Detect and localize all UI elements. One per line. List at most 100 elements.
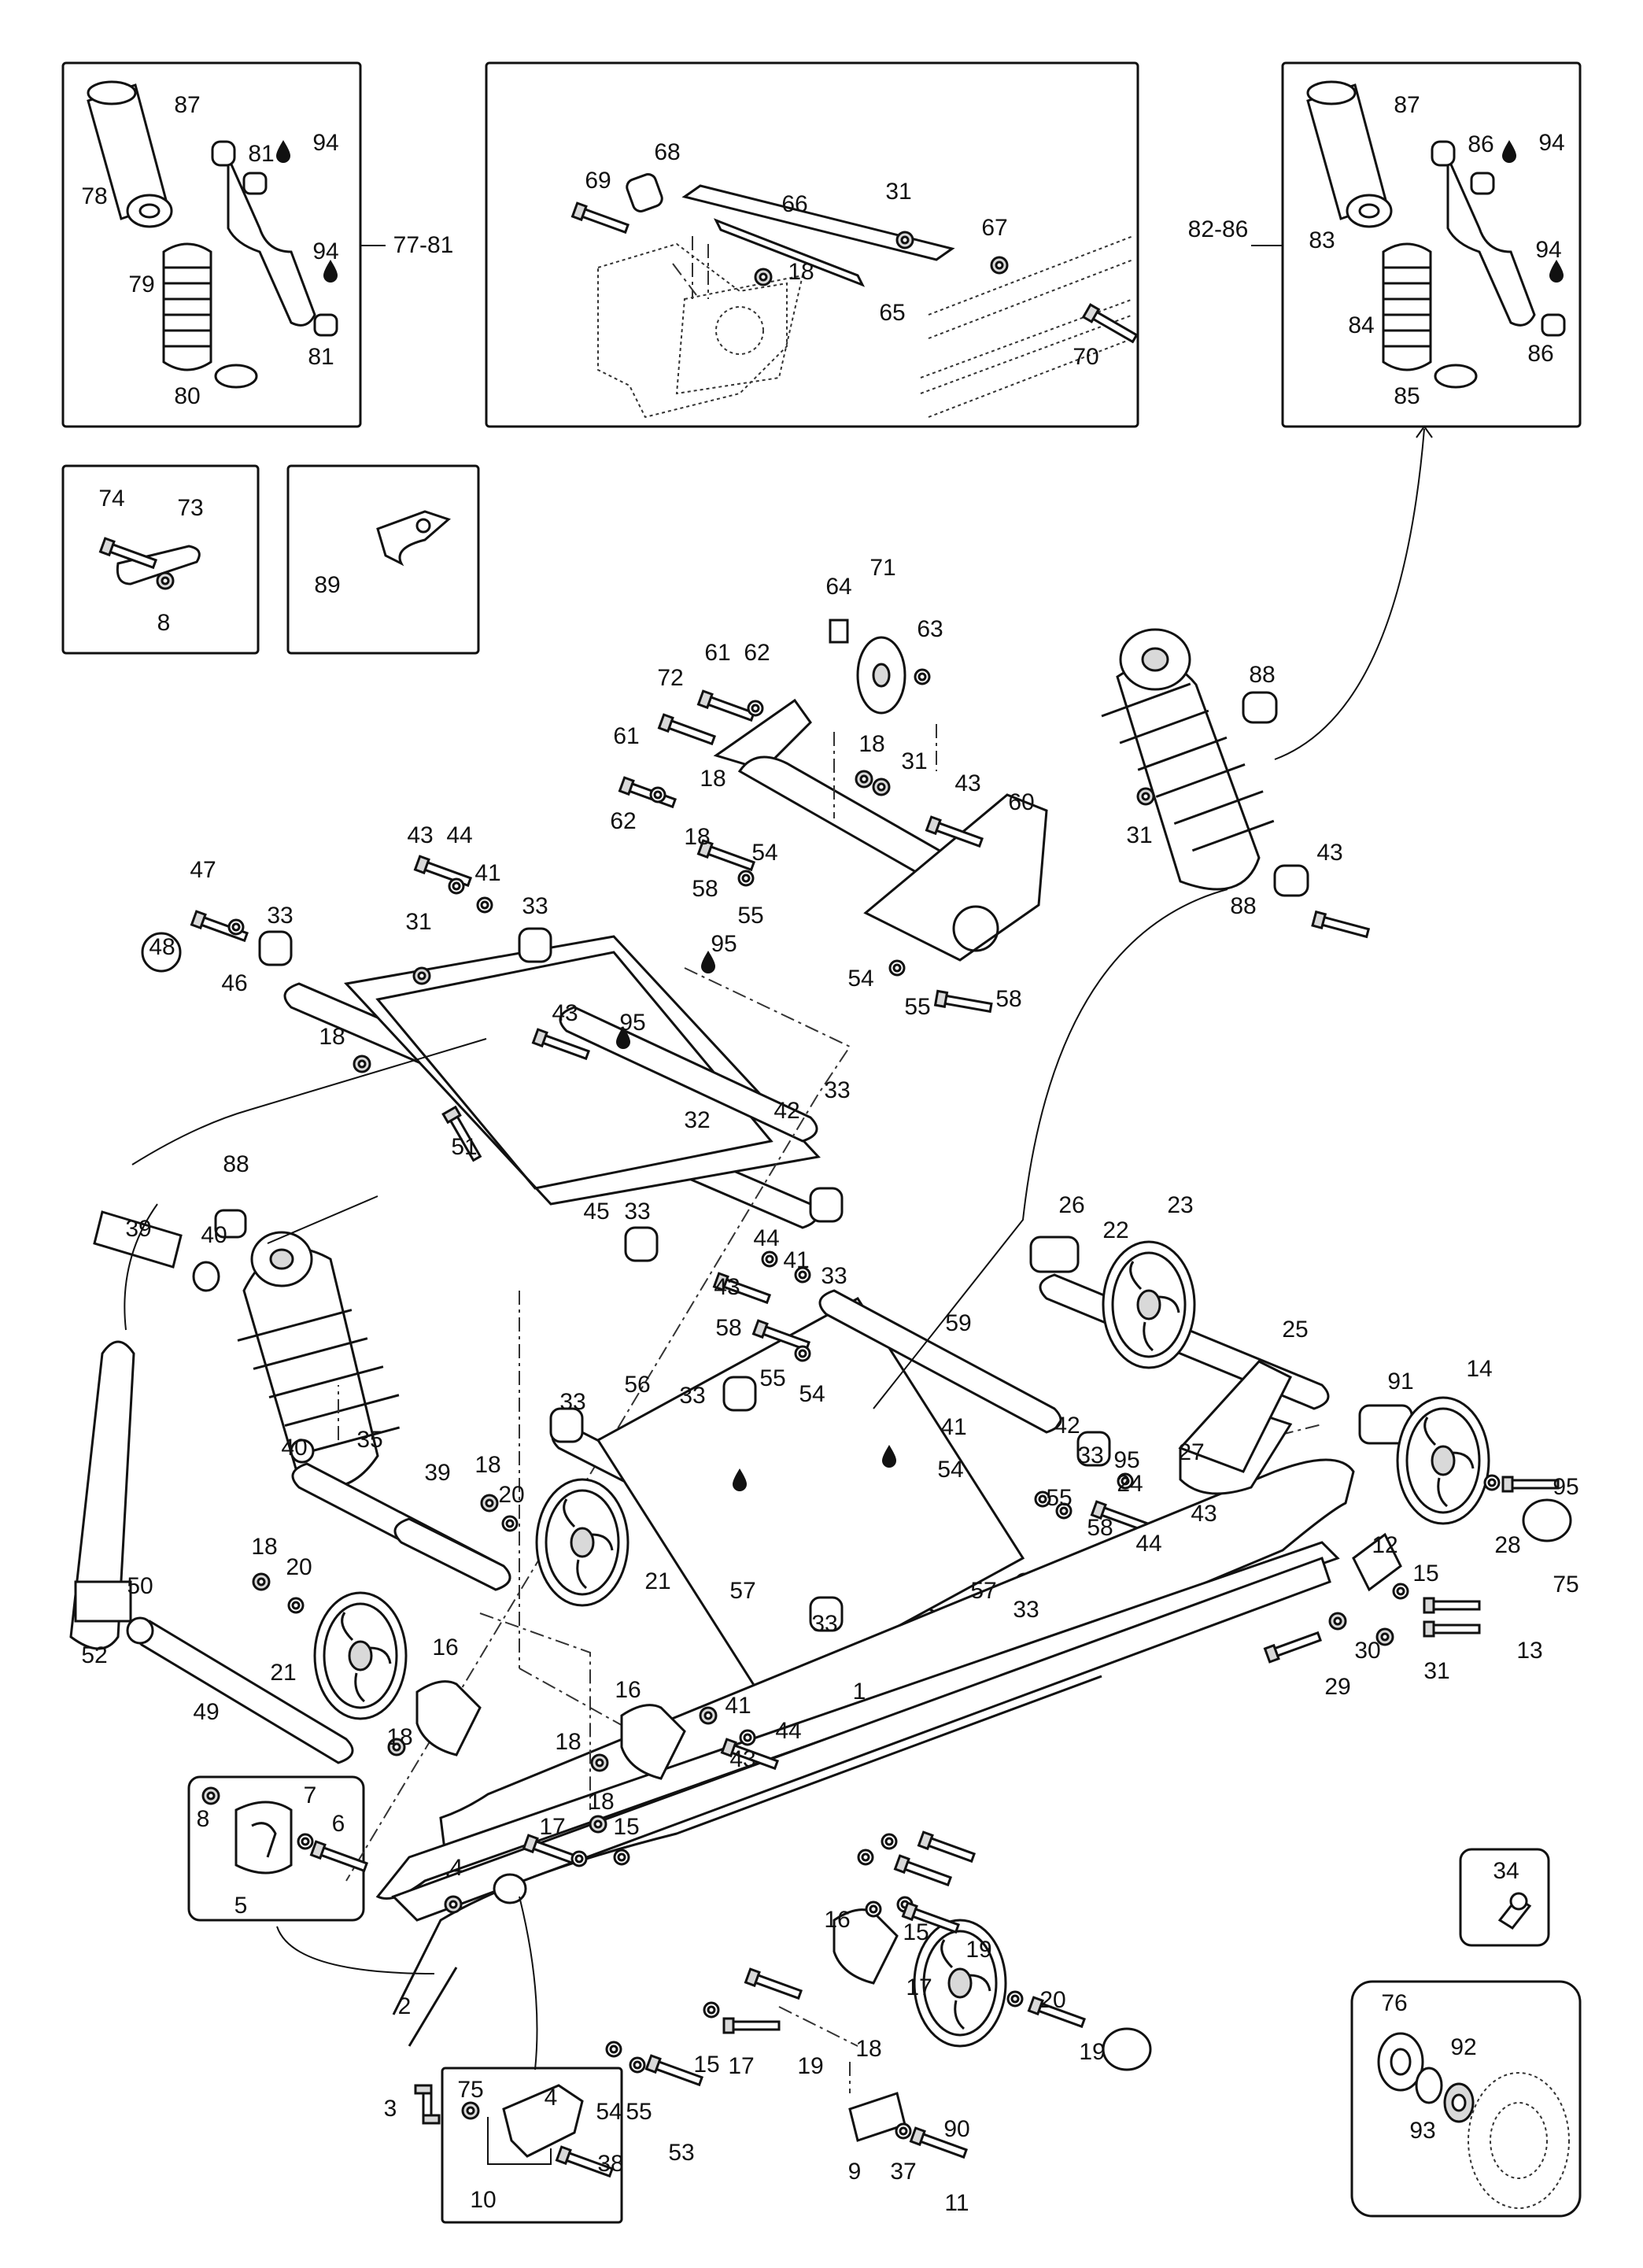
- part-label: 18: [386, 1724, 413, 1750]
- part-label: 40: [281, 1435, 308, 1461]
- part-label: 15: [1412, 1561, 1439, 1586]
- part-label: 54: [937, 1457, 964, 1483]
- part-label: 59: [945, 1310, 972, 1336]
- slider-clip-detail-box: [441, 2067, 623, 2224]
- part-label: 17: [539, 1814, 566, 1840]
- part-label: 92: [1450, 2034, 1477, 2060]
- slider-clip-assembly: [461, 2084, 615, 2181]
- part-label: 46: [221, 970, 248, 996]
- part-label: 21: [270, 1660, 297, 1686]
- part-label: 18: [251, 1534, 278, 1560]
- part-label: 95: [619, 1010, 646, 1036]
- part-label: 54: [751, 840, 778, 866]
- part-label: 77-81: [393, 232, 454, 258]
- callout-line-rear-shock: [873, 888, 1228, 1409]
- part-label: 27: [1178, 1439, 1205, 1465]
- part-label: 19: [797, 2053, 824, 2079]
- part-label: 8: [196, 1806, 210, 1832]
- part-label: 6: [331, 1811, 345, 1837]
- part-label: 20: [498, 1482, 525, 1508]
- part-label: 43: [1191, 1501, 1217, 1527]
- part-label: 17: [728, 2053, 755, 2079]
- part-label: 63: [917, 616, 943, 642]
- bracket-73: [99, 537, 201, 590]
- part-label: 2: [397, 1993, 412, 2019]
- part-label: 43: [407, 822, 434, 848]
- part-label: 31: [1423, 1658, 1450, 1684]
- part-label: 83: [1309, 227, 1335, 253]
- part-label: 40: [201, 1222, 227, 1248]
- part-label: 70: [1073, 344, 1099, 370]
- part-label: 68: [654, 139, 681, 165]
- part-label: 50: [127, 1573, 153, 1599]
- part-label: 11: [944, 2190, 969, 2216]
- part-label: 94: [312, 130, 339, 156]
- part-label: 61: [704, 640, 731, 666]
- part-label: 54: [847, 966, 874, 992]
- part-label: 33: [1077, 1442, 1104, 1468]
- part-label: 18: [319, 1024, 345, 1050]
- part-label: 78: [81, 183, 108, 209]
- part-label: 57: [729, 1578, 756, 1604]
- part-label: 72: [657, 665, 684, 691]
- bolt-3: [414, 2084, 433, 2123]
- part-label: 89: [314, 572, 341, 598]
- part-label: 60: [1008, 789, 1035, 815]
- part-label: 58: [692, 876, 718, 902]
- part-label: 52: [81, 1642, 108, 1668]
- part-label: 28: [1494, 1532, 1521, 1558]
- part-label: 80: [174, 383, 201, 409]
- part-label: 4: [544, 2085, 558, 2111]
- part-label: 13: [1516, 1638, 1543, 1664]
- part-label: 85: [1394, 383, 1420, 409]
- part-label: 41: [474, 860, 501, 886]
- part-label: 33: [267, 903, 294, 929]
- part-label: 82-86: [1187, 216, 1249, 242]
- part-label: 34: [1493, 1858, 1519, 1884]
- rear-shock-absorber: [1101, 628, 1371, 941]
- plate-89: [376, 510, 451, 567]
- part-label: 19: [1079, 2039, 1106, 2065]
- part-label: 32: [684, 1107, 711, 1133]
- part-label: 86: [1527, 341, 1554, 367]
- part-label: 38: [597, 2151, 624, 2177]
- part-label: 56: [624, 1372, 651, 1398]
- part-label: 73: [177, 495, 204, 521]
- part-label: 61: [613, 723, 640, 749]
- part-label: 55: [1046, 1485, 1073, 1511]
- part-label: 15: [613, 1814, 640, 1840]
- part-label: 39: [424, 1460, 451, 1486]
- part-label: 16: [824, 1907, 851, 1933]
- part-label: 43: [729, 1746, 756, 1772]
- part-label: 95: [1113, 1447, 1140, 1473]
- part-label: 65: [879, 300, 906, 326]
- part-label: 31: [405, 909, 432, 935]
- lower-swing-arm: [519, 1250, 1150, 1748]
- part-label: 33: [679, 1383, 706, 1409]
- part-label: 41: [783, 1247, 810, 1273]
- part-label: 64: [825, 574, 852, 600]
- part-label: 19: [965, 1937, 992, 1963]
- part-label: 18: [858, 731, 885, 757]
- part-label: 33: [522, 893, 548, 919]
- upper-cross-shaft-assembly: [618, 619, 1048, 1016]
- part-label: 42: [774, 1098, 800, 1124]
- part-label: 51: [451, 1134, 478, 1160]
- part-label: 48: [149, 934, 175, 960]
- part-label: 29: [1324, 1674, 1351, 1700]
- part-label: 94: [312, 238, 339, 264]
- part-label: 20: [286, 1554, 312, 1580]
- part-label: 18: [855, 2036, 882, 2062]
- part-label: 30: [1354, 1638, 1381, 1664]
- stopper-assembly: [201, 1786, 369, 1875]
- part-label: 81: [308, 344, 334, 370]
- part-label: 44: [1135, 1531, 1162, 1557]
- part-label: 94: [1535, 237, 1562, 263]
- part-label: 79: [128, 271, 155, 297]
- part-label: 43: [714, 1274, 740, 1300]
- lower-rail-hardware: [422, 1830, 1152, 2162]
- part-label: 74: [98, 486, 125, 512]
- part-label: 17: [906, 1974, 932, 2000]
- shock-absorber-left-kit: [87, 80, 338, 389]
- part-label: 39: [125, 1216, 152, 1242]
